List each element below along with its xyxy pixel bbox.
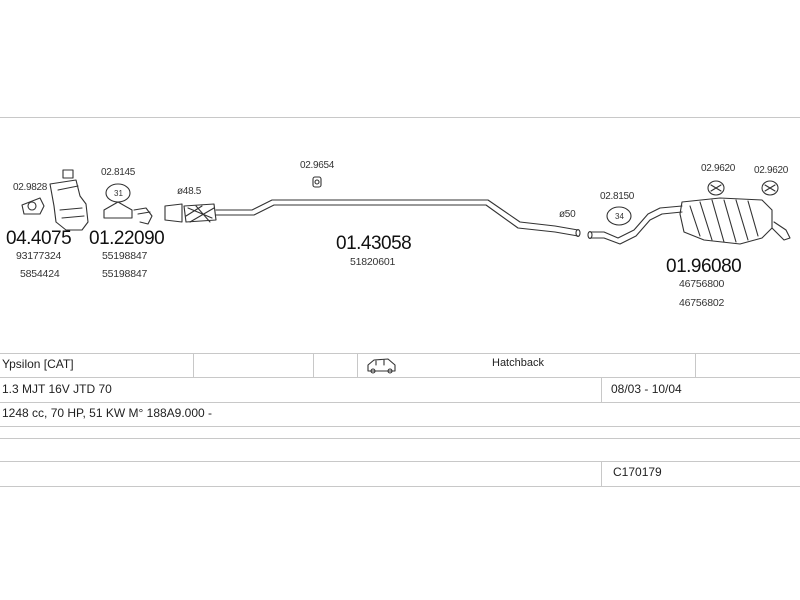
table-divider xyxy=(0,353,800,354)
part-ref-gasket: 02.9828 xyxy=(13,182,48,193)
part-ref-hanger: 02.9654 xyxy=(300,160,335,171)
main-part-number: 01.43058 xyxy=(336,233,412,254)
vehicle-model: Ypsilon [CAT] xyxy=(2,357,74,371)
oe-number: 55198847 xyxy=(102,250,148,262)
table-divider xyxy=(0,438,800,439)
pipe-clamp-drawing xyxy=(133,207,153,225)
cell-divider xyxy=(357,353,358,377)
cell-divider xyxy=(193,353,194,377)
part-ref-hanger: 02.9620 xyxy=(701,163,736,174)
part-ref-bracket: 02.8145 xyxy=(101,167,136,178)
main-part-number: 04.4075 xyxy=(6,228,72,249)
hanger-drawing-3 xyxy=(761,180,779,196)
cell-divider xyxy=(695,353,696,377)
hanger-drawing-2 xyxy=(707,180,725,196)
catalogue-code: C170179 xyxy=(613,465,662,479)
bracket-drawing-2 xyxy=(606,206,632,226)
gasket-drawing xyxy=(21,197,45,215)
oe-number: 55198847 xyxy=(102,268,148,280)
bracket-number: 31 xyxy=(114,189,123,198)
vehicle-years: 08/03 - 10/04 xyxy=(611,382,682,396)
middle-pipe-drawing xyxy=(215,199,581,238)
pipe-diameter: ø50 xyxy=(559,209,576,220)
cell-divider xyxy=(313,353,314,377)
oe-number: 93177324 xyxy=(16,250,62,262)
part-ref-hanger: 02.9620 xyxy=(754,165,789,176)
main-part-number: 01.22090 xyxy=(89,228,165,249)
oe-number: 51820601 xyxy=(350,256,396,268)
vehicle-engine: 1.3 MJT 16V JTD 70 xyxy=(2,382,112,396)
pipe-diameter: ø48.5 xyxy=(177,186,202,197)
flex-pipe-drawing xyxy=(164,203,217,223)
table-divider xyxy=(0,377,800,378)
top-border xyxy=(0,117,800,118)
part-ref-bracket: 02.8150 xyxy=(600,191,635,202)
bracket-drawing xyxy=(103,183,133,219)
oe-number: 5854424 xyxy=(20,268,60,280)
bracket-number: 34 xyxy=(615,212,624,221)
main-part-number: 01.96080 xyxy=(666,256,742,277)
table-divider xyxy=(0,461,800,462)
oe-number: 46756802 xyxy=(679,297,725,309)
car-icon xyxy=(367,358,396,374)
table-divider xyxy=(0,486,800,487)
rear-muffler-drawing xyxy=(587,197,791,245)
cell-divider xyxy=(601,461,602,486)
cell-divider xyxy=(601,377,602,402)
hanger-drawing xyxy=(312,176,322,188)
table-divider xyxy=(0,426,800,427)
oe-number: 46756800 xyxy=(679,278,725,290)
catalytic-converter-drawing xyxy=(49,169,89,231)
table-divider xyxy=(0,402,800,403)
vehicle-spec: 1248 cc, 70 HP, 51 KW M° 188A9.000 - xyxy=(2,406,213,420)
vehicle-body-type: Hatchback xyxy=(492,357,544,369)
